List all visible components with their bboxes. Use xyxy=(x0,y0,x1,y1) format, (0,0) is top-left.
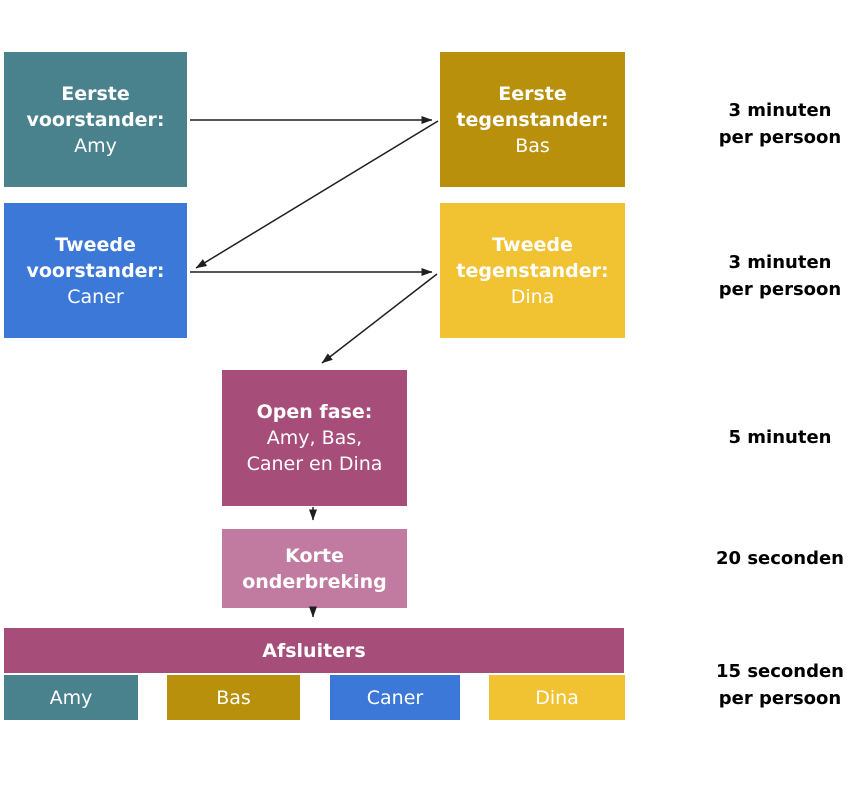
open-fase-box: Open fase: Amy, Bas, Caner en Dina xyxy=(222,370,407,506)
speaker-name: Caner xyxy=(366,686,424,709)
arrow-dina-to-open-fase xyxy=(321,273,438,364)
participants-line: Amy, Bas, xyxy=(266,427,363,449)
role-label: Tweede tegenstander: xyxy=(456,233,609,282)
afsluiter-speaker-amy: Amy xyxy=(4,675,138,720)
timing-label-round1: 3 minuten per persoon xyxy=(718,100,842,148)
participants-line: Caner en Dina xyxy=(246,453,383,475)
tweede-tegenstander-box: Tweede tegenstander: Dina xyxy=(440,203,625,338)
speaker-name: Bas xyxy=(515,134,550,157)
phase-label: Open fase: xyxy=(256,401,373,423)
speaker-name: Dina xyxy=(510,285,555,308)
afsluiters-label: Afsluiters xyxy=(262,639,366,662)
role-label: Tweede voorstander: xyxy=(26,233,165,282)
afsluiter-speaker-bas: Bas xyxy=(167,675,300,720)
eerste-voorstander-box: Eerste voorstander: Amy xyxy=(4,52,187,187)
afsluiters-bar: Afsluiters xyxy=(4,628,624,673)
timing-label-onderbreking: 20 seconden xyxy=(716,548,844,569)
phase-label: Korte onderbreking xyxy=(242,544,387,593)
tweede-voorstander-box: Tweede voorstander: Caner xyxy=(4,203,187,338)
speaker-name: Caner xyxy=(67,285,124,308)
timing-label-round2: 3 minuten per persoon xyxy=(718,252,842,300)
role-label: Eerste voorstander: xyxy=(26,82,165,131)
arrow-bas-to-caner xyxy=(195,120,439,269)
role-label: Eerste tegenstander: xyxy=(456,82,609,131)
timing-label-afsluiters: 15 seconden per persoon xyxy=(716,661,844,709)
speaker-name: Bas xyxy=(216,686,251,709)
korte-onderbreking-box: Korte onderbreking xyxy=(222,529,407,608)
speaker-name: Amy xyxy=(74,134,117,157)
afsluiter-speaker-caner: Caner xyxy=(330,675,460,720)
timing-label-open-fase: 5 minuten xyxy=(728,427,832,448)
afsluiter-speaker-dina: Dina xyxy=(489,675,625,720)
eerste-tegenstander-box: Eerste tegenstander: Bas xyxy=(440,52,625,187)
speaker-name: Amy xyxy=(49,686,93,709)
speaker-name: Dina xyxy=(535,686,579,709)
